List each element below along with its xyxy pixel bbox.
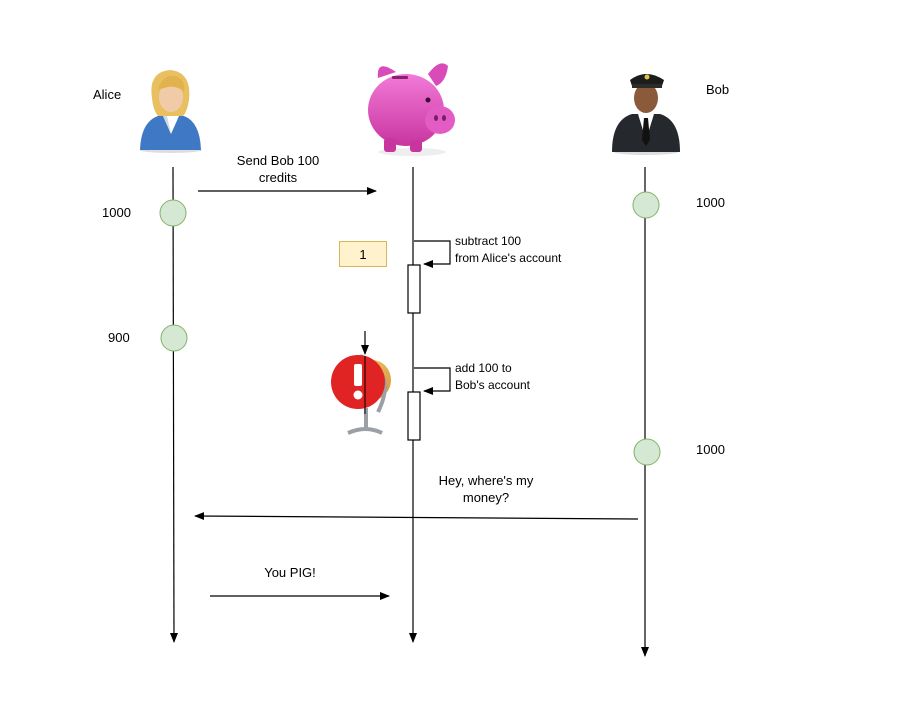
alice-icon — [140, 70, 202, 153]
alice-state-initial — [159, 199, 187, 227]
add-line2: Bob's account — [455, 378, 531, 392]
add-label: add 100 to Bob's account — [455, 360, 530, 394]
pilot-icon — [612, 74, 680, 155]
alice-lifeline — [169, 166, 178, 643]
subtract-line1: subtract 100 — [455, 234, 522, 248]
alice-state-after — [160, 324, 188, 352]
bob-label: Bob — [706, 82, 730, 97]
bob-balance-after: 1000 — [696, 442, 725, 457]
bob-complaint-line2: money? — [462, 490, 510, 505]
bob-balance-initial: 1000 — [696, 195, 725, 210]
alice-label: Alice — [93, 87, 122, 102]
send-request-label: Send Bob 100 credits — [218, 152, 338, 186]
alice-balance-after: 900 — [108, 330, 130, 345]
subtract-label: subtract 100 from Alice's account — [455, 233, 561, 267]
add-activation — [407, 391, 421, 441]
bob-complaint-label: Hey, where's my money? — [426, 472, 546, 506]
bob-state-initial — [632, 191, 660, 219]
send-request-line1: Send Bob 100 — [236, 153, 320, 168]
subtract-activation — [407, 264, 421, 314]
step-number-box: 1 — [339, 241, 387, 267]
globe-error-icon — [331, 331, 391, 435]
piggy-bank-icon — [368, 63, 455, 156]
step-number: 1 — [359, 246, 367, 262]
alice-reply-label: You PIG! — [264, 565, 316, 580]
alice-balance-initial: 1000 — [102, 205, 131, 220]
subtract-line2: from Alice's account — [455, 251, 562, 265]
add-self-call — [414, 367, 451, 395]
subtract-self-call — [414, 240, 451, 268]
bob-complaint-line1: Hey, where's my — [438, 473, 534, 488]
bob-complaint-arrow — [194, 512, 639, 521]
add-line1: add 100 to — [455, 361, 512, 375]
send-request-line2: credits — [258, 170, 298, 185]
bob-state-after — [633, 438, 661, 466]
